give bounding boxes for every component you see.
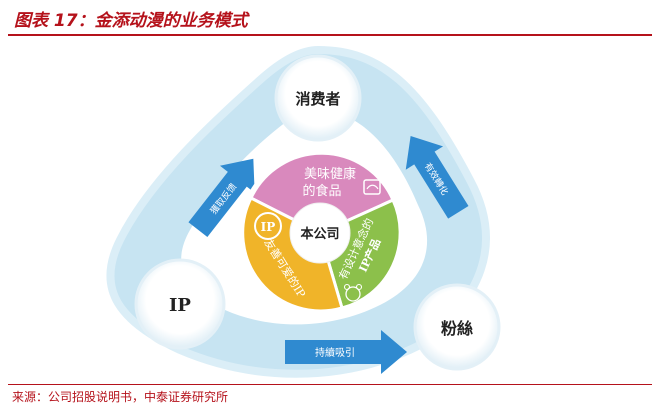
- fans-node: 粉絲: [413, 283, 501, 371]
- title-divider: [8, 34, 652, 36]
- source-note: 来源：公司招股说明书，中泰证券研究所: [12, 390, 229, 404]
- ip-segment: [241, 195, 344, 313]
- ip-badge-text: IP: [261, 220, 276, 234]
- figure-title: 图表 17：金添动漫的业务模式: [14, 11, 248, 31]
- attract-arrow-label: 持續吸引: [315, 346, 355, 359]
- ip-node: IP: [134, 258, 226, 350]
- teddy-bear-icon: [343, 283, 363, 302]
- food-segment: [249, 151, 395, 235]
- center-label: 本公司: [300, 226, 339, 242]
- consumer-label: 消费者: [295, 90, 340, 108]
- food-box-icon: [363, 179, 381, 195]
- ip-node-label: IP: [169, 295, 191, 316]
- convert-arrow: 有效轉化: [405, 135, 469, 219]
- food-label-line1: 美味健康: [304, 166, 356, 182]
- attract-arrow: 持續吸引: [285, 330, 407, 374]
- ip-badge-icon: IP: [254, 212, 282, 240]
- company-pie: 本公司 美味健康 的食品 有设计意念的 IP产品 友善可爱的IP IP: [238, 151, 402, 315]
- consumer-node: 消费者: [274, 54, 362, 142]
- source-divider: [8, 384, 652, 385]
- food-label-line2: 的食品: [302, 183, 341, 199]
- fans-label: 粉絲: [441, 319, 473, 338]
